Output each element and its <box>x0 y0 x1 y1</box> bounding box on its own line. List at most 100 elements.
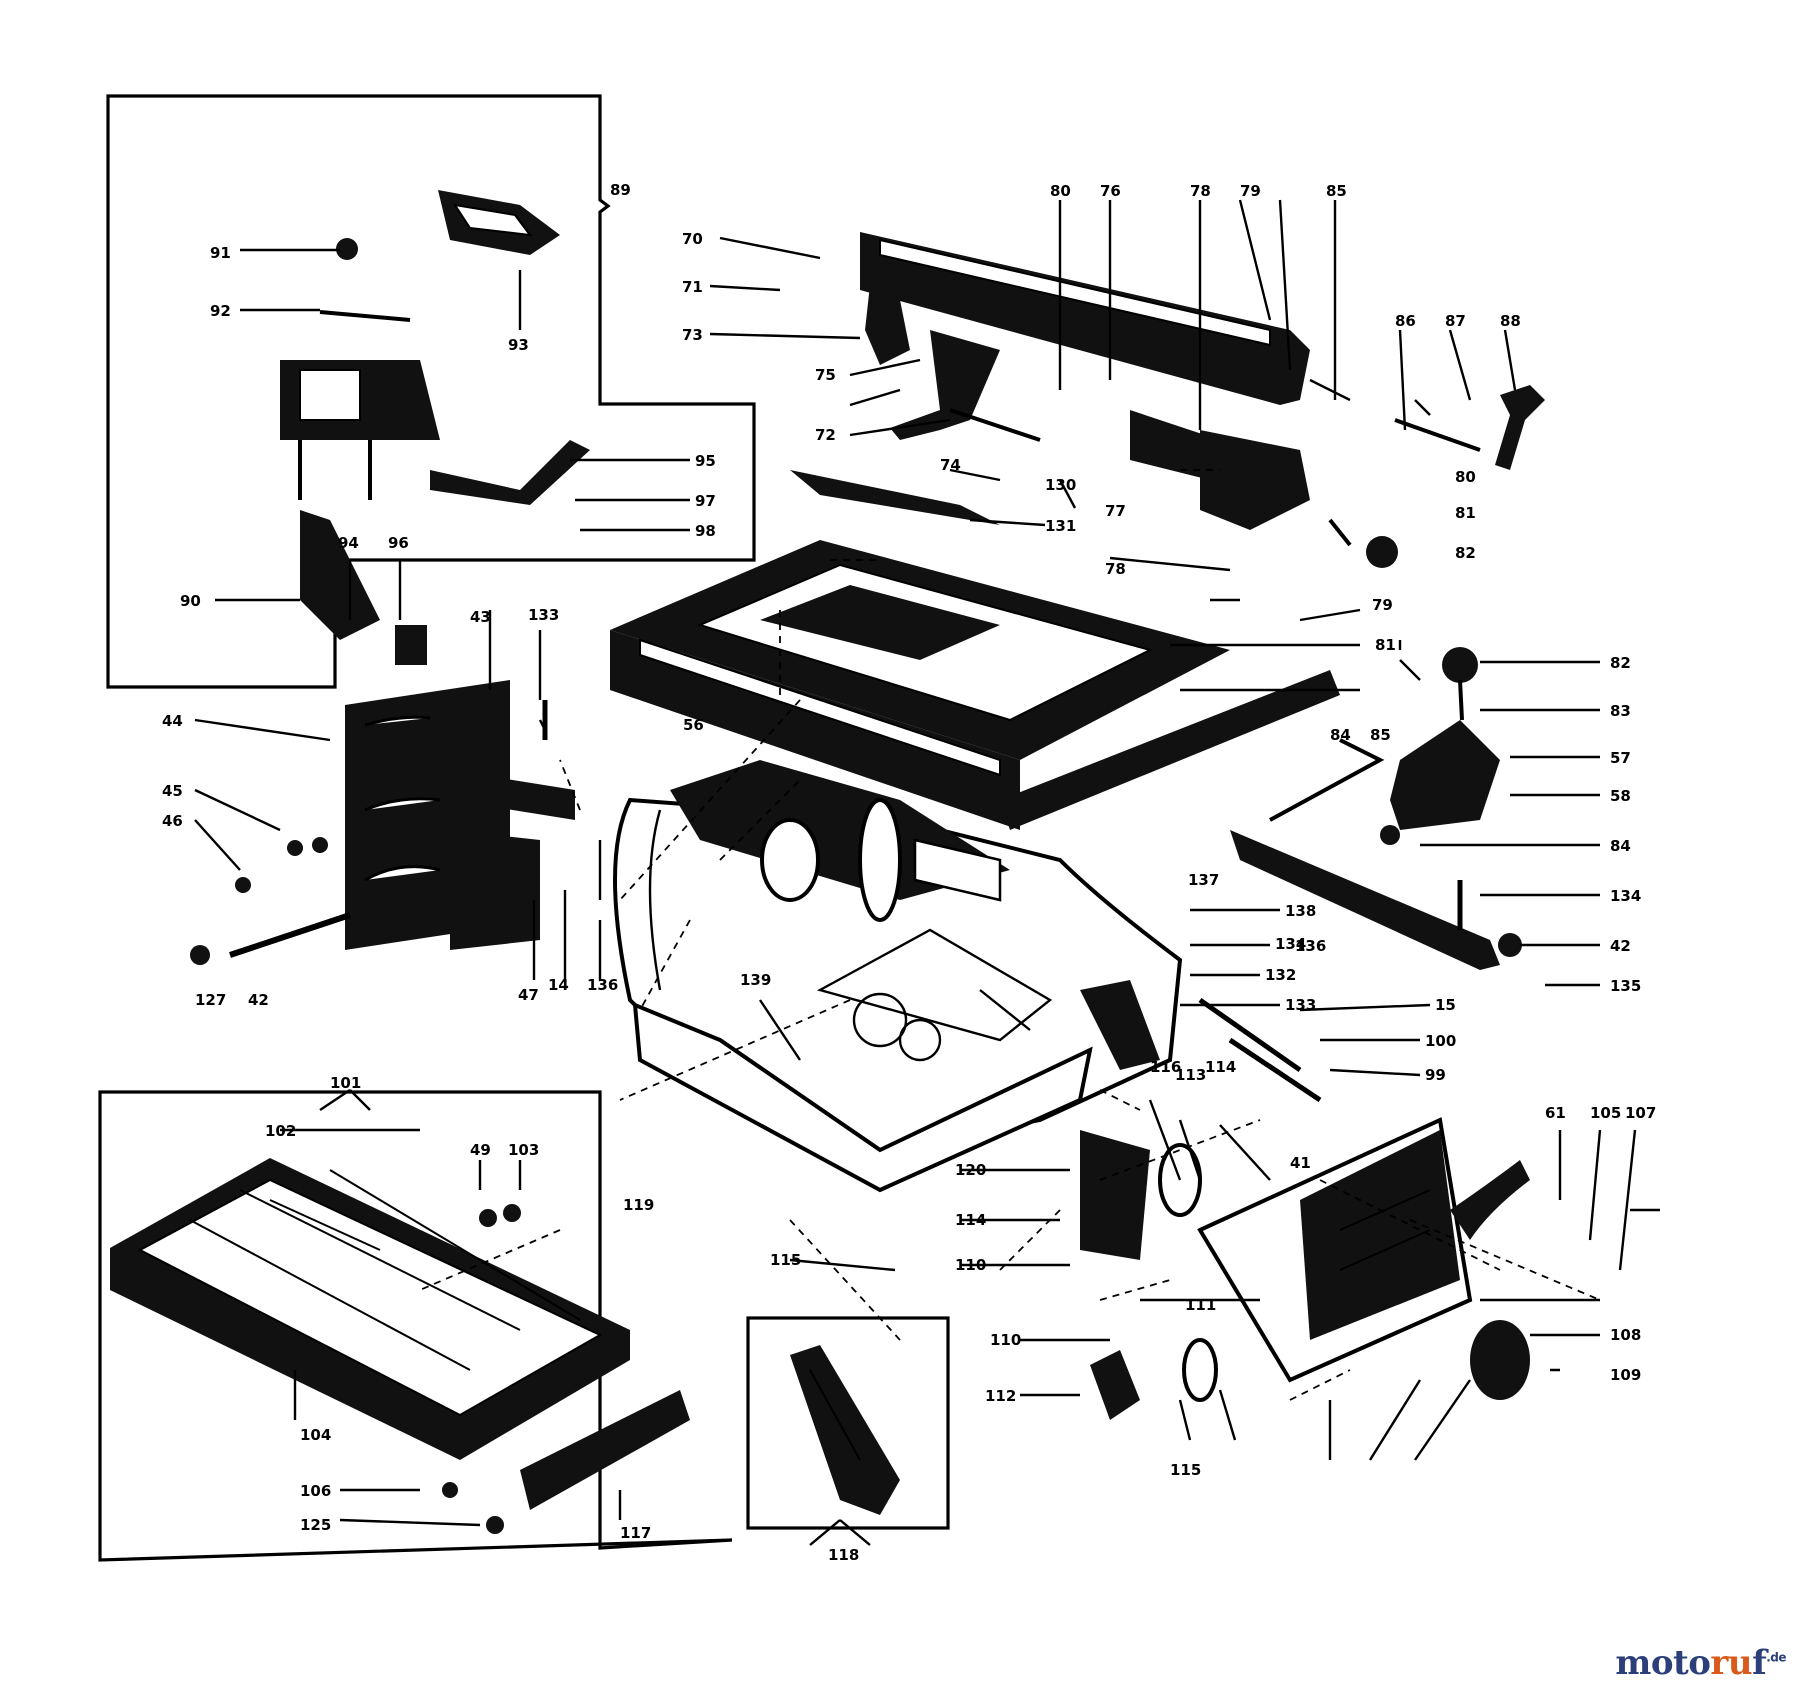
label: 102 <box>265 1122 296 1140</box>
handle-assembly <box>280 190 590 665</box>
label: 82 <box>1455 544 1476 562</box>
label: 115 <box>770 1251 801 1269</box>
saw-table-top <box>610 540 1230 830</box>
label: 45 <box>162 782 183 800</box>
blade-guard <box>790 1345 900 1515</box>
label: 97 <box>695 492 716 510</box>
label: 86 <box>1395 312 1416 330</box>
label: 78 <box>1105 560 1126 578</box>
label: 133 <box>528 606 559 624</box>
motoruf-logo: motoruf.de <box>1615 1643 1786 1683</box>
label: 110 <box>955 1256 986 1274</box>
label: 42 <box>1610 937 1631 955</box>
label: 93 <box>508 336 529 354</box>
label: 43 <box>470 608 491 626</box>
label: 77 <box>1105 502 1126 520</box>
label: 106 <box>300 1482 331 1500</box>
label: 108 <box>1610 1326 1641 1344</box>
label: 76 <box>1100 182 1121 200</box>
label: 107 <box>1625 1104 1656 1122</box>
label: 58 <box>1610 787 1631 805</box>
label: 116 <box>1150 1058 1181 1076</box>
label: 135 <box>1610 977 1641 995</box>
label: 115 <box>1170 1461 1201 1479</box>
label: 49 <box>470 1141 491 1159</box>
label: 14 <box>548 976 569 994</box>
label: 98 <box>695 522 716 540</box>
label: 133 <box>1285 996 1316 1014</box>
label: 61 <box>1545 1104 1566 1122</box>
label: 132 <box>1265 966 1296 984</box>
label: 71 <box>682 278 703 296</box>
leader-lines <box>194 199 1660 1546</box>
label: 70 <box>682 230 703 248</box>
label: 109 <box>1610 1366 1641 1384</box>
label: 111 <box>1185 1296 1216 1314</box>
callout-labels: 89 91 92 93 95 97 98 94 96 90 80 76 78 7… <box>162 181 1656 1564</box>
label: 137 <box>1188 871 1219 889</box>
label: 134 <box>1610 887 1641 905</box>
motor-and-belt-guard <box>1080 980 1530 1420</box>
label: 74 <box>940 456 961 474</box>
label: 84 <box>1330 726 1351 744</box>
label: 84 <box>1610 837 1631 855</box>
label: 96 <box>388 534 409 552</box>
label: 80 <box>1050 182 1071 200</box>
label: 136 <box>1295 937 1326 955</box>
label: 75 <box>815 366 836 384</box>
label: 81 <box>1375 636 1396 654</box>
label: 78 <box>1190 182 1211 200</box>
label: 118 <box>828 1546 859 1564</box>
label: 47 <box>518 986 539 1004</box>
label: 114 <box>955 1211 986 1229</box>
label: 41 <box>1290 1154 1311 1172</box>
label: 99 <box>1425 1066 1446 1084</box>
label: 87 <box>1445 312 1466 330</box>
label: 80 <box>1455 468 1476 486</box>
label: 90 <box>180 592 201 610</box>
miter-gauge <box>1230 647 1522 970</box>
label: 138 <box>1285 902 1316 920</box>
rip-fence <box>790 232 1310 530</box>
label: 130 <box>1045 476 1076 494</box>
label: 15 <box>1435 996 1456 1014</box>
label: 120 <box>955 1161 986 1179</box>
label: 73 <box>682 326 703 344</box>
label: 125 <box>300 1516 331 1534</box>
label: 139 <box>740 971 771 989</box>
extension-table <box>110 1158 690 1534</box>
inset-frame-extension-table <box>98 1090 733 1562</box>
label: 82 <box>1610 654 1631 672</box>
label: 83 <box>1610 702 1631 720</box>
label: 81 <box>1455 504 1476 522</box>
front-rail <box>1000 670 1340 830</box>
label: 56 <box>683 716 704 734</box>
label: 85 <box>1326 182 1347 200</box>
label: 42 <box>248 991 269 1009</box>
label: 119 <box>623 1196 654 1214</box>
label: 57 <box>1610 749 1631 767</box>
label: 110 <box>990 1331 1021 1349</box>
inset-frame-handle-assembly <box>106 94 756 689</box>
label: 89 <box>610 181 631 199</box>
label: 105 <box>1590 1104 1621 1122</box>
label: 44 <box>162 712 183 730</box>
label: 46 <box>162 812 183 830</box>
label: 131 <box>1045 517 1076 535</box>
label: 79 <box>1240 182 1261 200</box>
label: 103 <box>508 1141 539 1159</box>
label: 104 <box>300 1426 331 1444</box>
label: 101 <box>330 1074 361 1092</box>
saw-base-housing <box>613 797 1183 1193</box>
label: 91 <box>210 244 231 262</box>
label: 94 <box>338 534 359 552</box>
blade-and-motor-area <box>670 760 1010 922</box>
front-end-plate <box>190 680 602 965</box>
label: 127 <box>195 991 226 1009</box>
label: 114 <box>1205 1058 1236 1076</box>
label: 112 <box>985 1387 1016 1405</box>
label: 113 <box>1175 1066 1206 1084</box>
label: 79 <box>1372 596 1393 614</box>
label: 85 <box>1370 726 1391 744</box>
